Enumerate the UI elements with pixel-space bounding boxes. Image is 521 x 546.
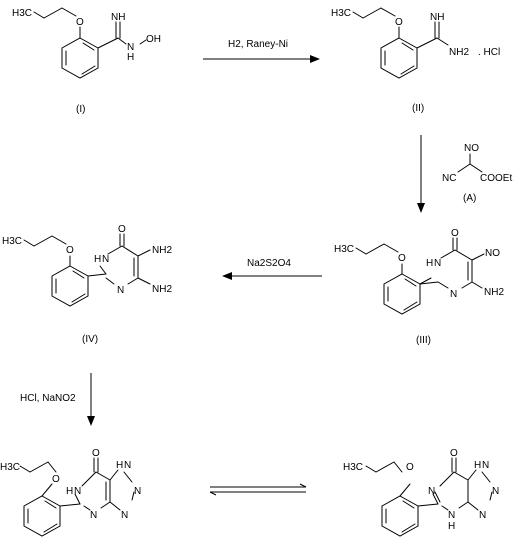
hydrogen-label: H [66, 486, 73, 497]
carbonyl-oxygen-label: O [451, 228, 459, 239]
compound-vi: H3C O O N N H H N N N [343, 448, 499, 537]
triazole-n2-label: N [134, 486, 141, 497]
step-4-reagent: HCl, NaNO2 [20, 393, 76, 404]
nitroso-label: NO [464, 143, 479, 154]
compound-ii: H3C O NH NH2 . HCl (II) [331, 7, 500, 114]
reagent-a-label: (A) [463, 193, 476, 204]
triazole-n3-label: N [121, 510, 128, 521]
oxygen-label: O [395, 17, 403, 28]
ch3-label: H3C [12, 8, 32, 19]
compound-iii: H3C O O H N N NO NH2 (III) [334, 228, 504, 346]
ether-oxygen-label: O [66, 245, 74, 256]
ring-n4-h-label: H [448, 521, 455, 532]
step-1-arrow: H2, Raney-Ni [203, 39, 320, 63]
ring-nh-label: N [434, 258, 441, 269]
amine-nh2-top-label: NH2 [152, 245, 172, 256]
ch3-label: H3C [0, 462, 20, 473]
triazole-n1-label: N [124, 460, 131, 471]
triazole-h-label: H [474, 460, 481, 471]
nitroso-label: NO [485, 248, 500, 259]
carbonyl-oxygen-label: O [118, 224, 126, 235]
ring-nh-label: N [102, 254, 109, 265]
ch3-label: H3C [334, 244, 354, 255]
carbonyl-oxygen-label: O [450, 448, 458, 459]
triazole-n1-label: N [482, 460, 489, 471]
ester-label: COOEt [480, 173, 512, 184]
compound-i-label: (I) [76, 104, 85, 115]
imine-nh-label: NH [430, 12, 444, 23]
ether-oxygen-label: O [398, 253, 406, 264]
ring-n4-label: N [448, 510, 455, 521]
hydroxyl-label: OH [146, 34, 161, 45]
ch3-label: H3C [343, 462, 363, 473]
triazole-h-label: H [116, 460, 123, 471]
nitrogen-label: N [127, 42, 134, 53]
step-1-reagent: H2, Raney-Ni [228, 39, 288, 50]
compound-ii-label: (II) [412, 103, 424, 114]
step-3-reagent: Na2S2O4 [247, 258, 291, 269]
ch3-label: H3C [331, 8, 351, 19]
reagent-a: NO NC COOEt (A) [442, 143, 512, 204]
hydrogen-label: H [94, 254, 101, 265]
ether-oxygen-label: O [406, 462, 414, 473]
step-2-arrow [417, 135, 425, 213]
ring-nh-label: N [74, 486, 81, 497]
ring-n-label: N [117, 285, 124, 296]
ring-n4-label: N [90, 510, 97, 521]
step-3-arrow: Na2S2O4 [222, 258, 322, 280]
hcl-salt-label: . HCl [478, 47, 500, 58]
carbonyl-oxygen-label: O [92, 448, 100, 459]
amine-nh2-label: NH2 [449, 47, 469, 58]
compound-i: H3C O NH N H OH (I) [12, 7, 161, 115]
nitrile-label: NC [442, 173, 456, 184]
imine-nh-label: NH [111, 12, 125, 23]
hydrogen-label: H [426, 258, 433, 269]
oxygen-label: O [76, 17, 84, 28]
ch3-label: H3C [2, 236, 22, 247]
tautomer-equilibrium-arrows [209, 483, 307, 496]
ring-n6-label: N [428, 486, 435, 497]
triazole-n2-label: N [492, 486, 499, 497]
amine-nh2-label: NH2 [484, 287, 504, 298]
amine-nh2-bottom-label: NH2 [152, 284, 172, 295]
hydrogen-label: H [127, 52, 134, 63]
compound-iv: H3C O O H N N NH2 NH2 (IV) [2, 224, 172, 345]
step-4-arrow: HCl, NaNO2 [20, 373, 95, 426]
triazole-n3-label: N [479, 510, 486, 521]
ring-n-label: N [450, 289, 457, 300]
compound-v: H3C O O H N N H N N N [0, 448, 141, 537]
compound-iv-label: (IV) [82, 334, 98, 345]
compound-iii-label: (III) [416, 335, 431, 346]
ether-oxygen-label: O [52, 474, 60, 485]
